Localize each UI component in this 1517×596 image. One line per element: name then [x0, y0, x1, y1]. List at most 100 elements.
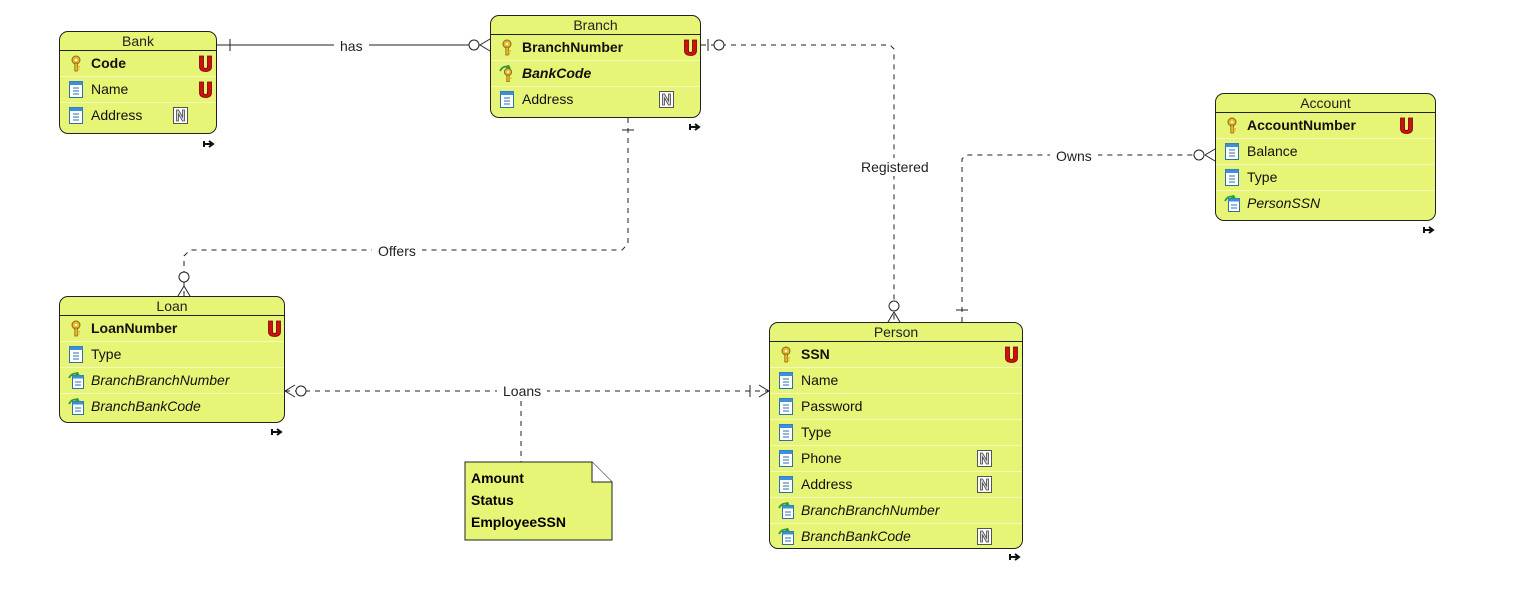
- unique-constraint-icon: [267, 320, 282, 337]
- entity-attribute-row[interactable]: SSN: [770, 342, 1022, 368]
- attribute-name: BankCode: [522, 65, 592, 81]
- entity-attribute-row[interactable]: BranchNumber: [491, 35, 700, 61]
- attribute-name: BranchBranchNumber: [91, 372, 230, 388]
- attribute-name: Code: [91, 55, 126, 71]
- entity-attribute-row[interactable]: Name: [770, 368, 1022, 394]
- attribute-name: Address: [522, 91, 574, 107]
- attribute-name: BranchBranchNumber: [801, 502, 940, 518]
- entity-attribute-row[interactable]: BankCode: [491, 61, 700, 87]
- attribute-name: Balance: [1247, 143, 1298, 159]
- unique-constraint-icon: [198, 81, 213, 98]
- entity-title: Person: [770, 323, 1022, 342]
- attribute-name: Type: [91, 346, 122, 362]
- attribute-name: Address: [91, 107, 143, 123]
- relationship-label-owns: Owns: [1050, 147, 1098, 165]
- attribute-name: Password: [801, 398, 863, 414]
- attribute-name: Name: [91, 81, 129, 97]
- foreign-key-icon: [1224, 194, 1240, 212]
- attribute-name: Phone: [801, 450, 842, 466]
- expand-icon[interactable]: [271, 427, 283, 437]
- entity-attribute-row[interactable]: LoanNumber: [60, 316, 284, 342]
- column-icon: [1224, 169, 1240, 186]
- connector-owns: [956, 148, 1216, 322]
- column-icon: [68, 81, 84, 98]
- entity-attribute-row[interactable]: Address: [60, 103, 216, 128]
- relationship-label-has: has: [334, 37, 369, 55]
- attribute-name: PersonSSN: [1247, 195, 1321, 211]
- column-icon: [778, 424, 794, 441]
- column-icon: [499, 91, 515, 108]
- attribute-name: AccountNumber: [1247, 117, 1356, 133]
- foreign-key-icon: [68, 397, 84, 415]
- unique-constraint-icon: [683, 39, 698, 56]
- attribute-name: Type: [801, 424, 832, 440]
- entity-attribute-row[interactable]: BranchBankCode: [770, 524, 1022, 548]
- relationship-label-loans: Loans: [497, 382, 548, 400]
- column-icon: [1224, 143, 1240, 160]
- expand-icon[interactable]: [203, 139, 215, 149]
- nullable-icon: [977, 450, 992, 467]
- expand-icon[interactable]: [1009, 552, 1021, 562]
- primary-key-icon: [1224, 117, 1240, 134]
- note-line: Amount: [471, 470, 524, 486]
- column-icon: [778, 372, 794, 389]
- note-line: EmployeeSSN: [471, 514, 566, 530]
- entity-attribute-row[interactable]: Phone: [770, 446, 1022, 472]
- attribute-name: Type: [1247, 169, 1278, 185]
- attribute-name: BranchBankCode: [801, 528, 911, 544]
- foreign-key-icon: [68, 371, 84, 389]
- primary-foreign-key-icon: [499, 64, 515, 82]
- loans-attribute-note: [464, 461, 613, 541]
- entity-attribute-row[interactable]: BranchBankCode: [60, 394, 284, 419]
- attribute-name: Address: [801, 476, 853, 492]
- entity-attribute-row[interactable]: Type: [60, 342, 284, 368]
- entity-attribute-row[interactable]: Code: [60, 51, 216, 77]
- column-icon: [68, 346, 84, 363]
- nullable-icon: [659, 91, 674, 108]
- entity-title: Branch: [491, 16, 700, 35]
- attribute-name: BranchNumber: [522, 39, 624, 55]
- entity-attribute-row[interactable]: Password: [770, 394, 1022, 420]
- nullable-icon: [977, 528, 992, 545]
- primary-key-icon: [68, 320, 84, 337]
- entity-attribute-row[interactable]: Balance: [1216, 139, 1435, 165]
- connector-registered: [701, 39, 901, 323]
- entity-attribute-row[interactable]: Type: [1216, 165, 1435, 191]
- entity-attribute-row[interactable]: BranchBranchNumber: [770, 498, 1022, 524]
- entity-attribute-row[interactable]: Address: [770, 472, 1022, 498]
- attribute-name: LoanNumber: [91, 320, 178, 336]
- entity-attribute-row[interactable]: PersonSSN: [1216, 191, 1435, 216]
- unique-constraint-icon: [198, 55, 213, 72]
- entity-title: Account: [1216, 94, 1435, 113]
- column-icon: [68, 107, 84, 124]
- primary-key-icon: [499, 39, 515, 56]
- attribute-name: SSN: [801, 346, 830, 362]
- entity-attribute-row[interactable]: BranchBranchNumber: [60, 368, 284, 394]
- expand-icon[interactable]: [1423, 225, 1435, 235]
- entity-attribute-row[interactable]: Type: [770, 420, 1022, 446]
- relationship-label-registered: Registered: [855, 158, 935, 176]
- unique-constraint-icon: [1399, 117, 1414, 134]
- column-icon: [778, 450, 794, 467]
- column-icon: [778, 476, 794, 493]
- relationship-label-offers: Offers: [372, 242, 422, 260]
- entity-attribute-row[interactable]: Address: [491, 87, 700, 112]
- attribute-name: BranchBankCode: [91, 398, 201, 414]
- note-text: Amount Status EmployeeSSN: [471, 467, 566, 533]
- note-line: Status: [471, 492, 514, 508]
- entity-attribute-row[interactable]: Name: [60, 77, 216, 103]
- unique-constraint-icon: [1004, 346, 1019, 363]
- nullable-icon: [977, 476, 992, 493]
- attribute-name: Name: [801, 372, 839, 388]
- nullable-icon: [173, 107, 188, 124]
- column-icon: [778, 398, 794, 415]
- entity-attribute-row[interactable]: AccountNumber: [1216, 113, 1435, 139]
- expand-icon[interactable]: [689, 122, 701, 132]
- foreign-key-icon: [778, 527, 794, 545]
